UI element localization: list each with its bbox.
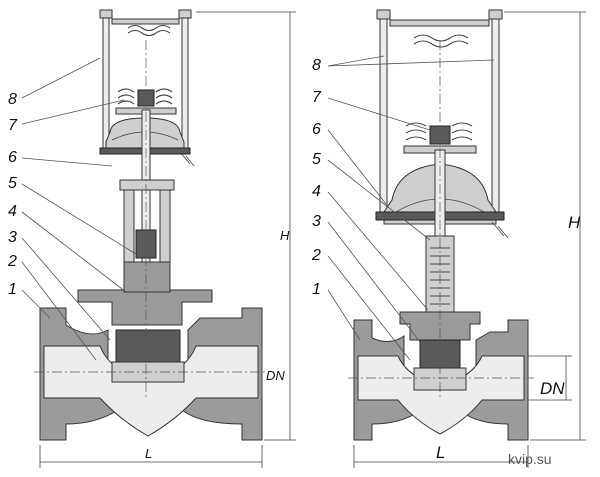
left-callout-4: 4 [8,203,17,220]
right-bonnet [399,311,481,341]
left-callout-6: 6 [8,149,17,166]
left-upper-spring [127,24,171,37]
left-yoke-right [159,187,171,264]
left-bonnet-neck [123,261,171,293]
left-valve-view: 8 7 6 5 4 3 2 1 H DN L [7,9,296,468]
left-top-plate [111,18,180,25]
left-callout-8: 8 [8,91,17,108]
left-callout-2: 2 [7,253,17,270]
right-column-cap-left [376,9,391,20]
right-callout-6: 6 [312,121,321,138]
left-callout-1: 1 [8,281,17,298]
right-callout-8: 8 [312,57,321,74]
right-callout-7: 7 [312,89,322,106]
left-dim-l: L [145,446,152,461]
left-column-left [102,11,110,153]
left-column-cap-right [178,9,192,19]
right-lower-spring [405,122,473,141]
right-dim-l: L [436,443,445,462]
right-upper-spring [413,34,469,48]
right-dim-h: H [568,213,581,232]
right-dim-dn: DN [540,379,565,398]
right-callout-2: 2 [311,247,321,264]
left-column-cap-left [99,9,113,19]
left-callout-3: 3 [8,229,17,246]
right-column-right [491,11,500,218]
left-callout-7: 7 [8,117,18,134]
right-callout-5: 5 [312,151,321,168]
left-callout-5: 5 [8,175,17,192]
left-dim-dn: DN [266,368,285,383]
left-plug [115,329,181,365]
left-yoke-top [119,179,175,191]
right-callout-4: 4 [312,183,321,200]
right-callout-1: 1 [312,281,321,298]
right-column-cap-right [488,9,503,20]
right-callout-3: 3 [312,213,321,230]
right-top-plate [389,19,490,27]
left-dim-h: H [280,228,290,243]
left-column-right [181,11,189,153]
left-lower-spring [117,88,173,105]
right-valve-view: 8 7 6 5 4 3 2 1 H DN L [311,9,586,468]
watermark: kvip.su [508,451,552,467]
left-bonnet [77,289,213,326]
